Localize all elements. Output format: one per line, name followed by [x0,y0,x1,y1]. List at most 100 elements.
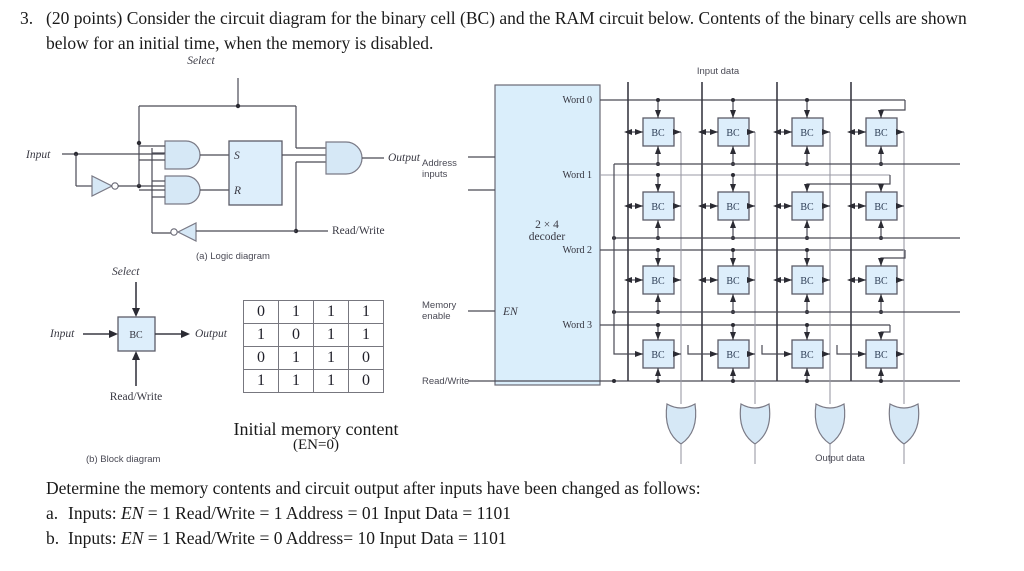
block-readwrite-label: Read/Write [110,391,163,403]
arrow-down [655,258,661,266]
junction-dot [805,162,809,166]
arrow-left [773,277,781,283]
junction-dot [293,228,299,234]
cell: 1 [278,300,314,324]
junction-dot [656,173,660,177]
arrow-right [635,203,643,209]
bc-cell-label: BC [726,202,740,213]
junction-dot [136,183,142,189]
arrow-right [822,129,830,135]
bc-sel-wire [880,250,906,266]
arrow-left [847,203,855,209]
followup-item-a-label: a. [46,503,59,523]
junction-dot [656,236,660,240]
block-select-label: Select [112,266,140,278]
arrow-right [896,277,904,283]
memory-table-body: 0 1 1 1 1 0 1 1 0 1 1 0 1 1 1 0 [243,300,384,393]
ram-readwrite-label: Read/Write [422,376,469,387]
junction-dot [731,310,735,314]
bc-block-label: BC [129,330,143,341]
junction-dot [805,323,809,327]
output-label: Output [388,152,421,164]
arrow-left [624,129,632,135]
arrow-up [878,294,884,302]
junction-dot [731,236,735,240]
output-data-label: Output data [815,453,865,464]
bc-cell-label: BC [726,350,740,361]
followup-item-a-prefix: Inputs: [68,503,121,523]
arrow-up [730,146,736,154]
arrow-down [730,258,736,266]
memory-table-caption-line2: (EN=0) [293,437,339,453]
arrow-up [655,146,661,154]
junction-dot [612,379,616,383]
bc-cell-label: BC [874,350,888,361]
bc-sel-wire [880,100,906,118]
arrow-up [132,351,140,360]
input-data-label: Input data [697,66,740,77]
bc-cell-label: BC [651,276,665,287]
junction-dot [731,248,735,252]
bc-in-wire [687,345,718,355]
arrow-down [804,184,810,192]
latch-r-label: R [233,185,241,197]
rw-inverter-gate [176,222,197,242]
bc-cell-label: BC [651,202,665,213]
or-gate-1 [739,403,771,445]
junction-dot [731,173,735,177]
bc-cell-label: BC [800,202,814,213]
arrow-right [896,203,904,209]
bc-in-wire [613,345,643,355]
arrow-left [698,203,706,209]
word-line-label-1: Word 1 [563,170,592,181]
arrow-down [655,184,661,192]
arrow-right [747,129,755,135]
or-gate-0 [665,403,697,445]
followup-item-b-rest: = 1 Read/Write = 0 Address= 10 Input Dat… [143,528,507,548]
bc-cell-label: BC [651,350,665,361]
junction-dot [73,151,79,157]
junction-dot [235,103,241,109]
bc-row-1: BC BC BC B [624,173,904,240]
arrow-down [132,308,140,317]
arrow-up [804,146,810,154]
and-gate-1 [164,140,201,170]
rw-inverter-bubble [170,228,178,236]
junction-dot [805,248,809,252]
bc-cell-label: BC [874,128,888,139]
junction-dot [656,248,660,252]
arrow-down [804,110,810,118]
junction-dot [879,310,883,314]
decoder-label-line1: 2 × 4 [535,219,559,231]
bc-cell [865,339,898,369]
input-label: Input [25,149,51,161]
bc-cell [642,117,675,147]
bc-cell-label: BC [800,128,814,139]
bc-cell [642,191,675,221]
bc-cell [865,265,898,295]
bc-cell [717,191,750,221]
block-output-label: Output [195,328,228,340]
junction-dot [656,323,660,327]
cell: 1 [278,369,314,393]
memory-table-caption-line1: Initial memory content [233,419,399,439]
junction-dot [656,162,660,166]
or-gate-3 [888,403,920,445]
bc-cell [865,117,898,147]
readwrite-label: Read/Write [332,225,385,237]
bc-cell [865,191,898,221]
junction-dot [731,379,735,383]
junction-dot [656,379,660,383]
junction-dot [731,98,735,102]
arrow-left [847,277,855,283]
arrow-left [847,129,855,135]
arrow-right [822,277,830,283]
bc-cell-label: BC [726,128,740,139]
junction-dot [731,323,735,327]
bc-sel-wire [880,325,891,340]
followup-item-b-en: EN [121,528,144,548]
arrow-right [858,203,866,209]
junction-dot [879,236,883,240]
bc-cell-label: BC [800,350,814,361]
junction-dot [879,162,883,166]
